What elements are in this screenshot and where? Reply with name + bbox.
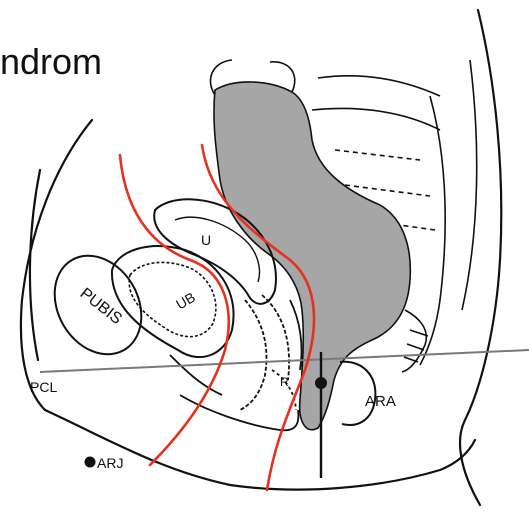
uterus-label: U — [201, 232, 211, 248]
bladder: UB — [112, 246, 234, 357]
pubis-label: PUBIS — [77, 285, 125, 328]
rectum-shape — [214, 82, 410, 430]
bladder-label: UB — [173, 289, 198, 313]
rectum-label: R — [280, 375, 289, 389]
ara-label: ARA — [365, 393, 396, 410]
reference-point — [315, 377, 327, 389]
pubis-bone: PUBIS — [37, 240, 158, 370]
arj-dot — [85, 457, 96, 468]
pcl-label: PCL — [30, 379, 57, 395]
arj-label: ARJ — [97, 455, 123, 471]
